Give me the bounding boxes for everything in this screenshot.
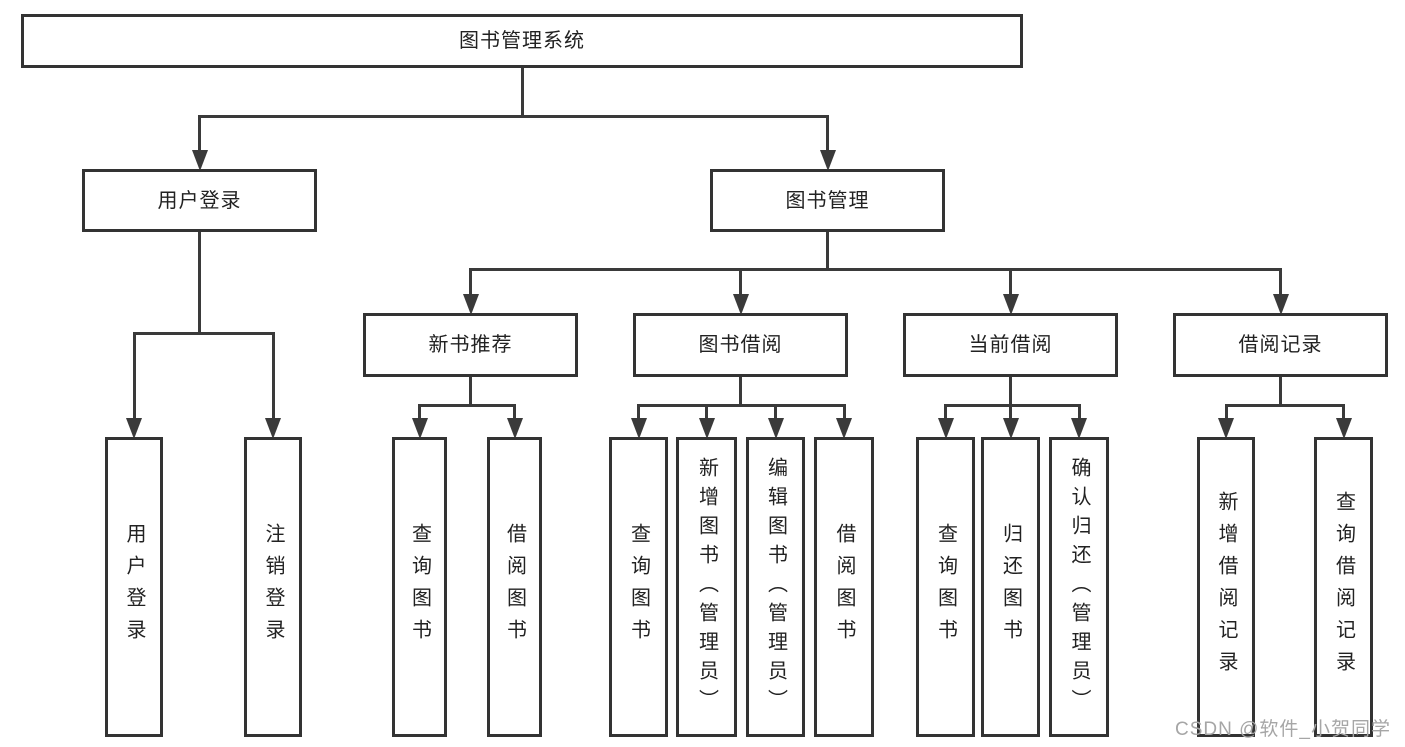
node-new-book-rec: 新书推荐: [363, 313, 578, 377]
connector-drop: [1009, 268, 1012, 295]
connector-drop: [271, 332, 275, 419]
node-label-leaf-query-2: 查询图书: [627, 523, 650, 651]
arrow-down-icon: [506, 418, 523, 439]
arrow-down-icon: [126, 418, 142, 439]
arrow-down-icon: [1002, 294, 1019, 315]
node-leaf-return-book: 归还图书: [981, 437, 1040, 737]
node-label-leaf-edit-book: 编辑图书（管理员）: [764, 456, 787, 718]
node-leaf-borrow-1: 借阅图书: [487, 437, 542, 737]
node-leaf-logout: 注销登录: [244, 437, 302, 737]
connector-stub: [198, 230, 201, 335]
connector-stub: [1279, 375, 1282, 407]
node-label-leaf-confirm-return: 确认归还（管理员）: [1068, 456, 1090, 718]
connector-drop: [198, 115, 201, 151]
node-label-user-login: 用户登录: [157, 189, 242, 212]
arrow-down-icon: [1071, 418, 1087, 439]
node-leaf-borrow-2: 借阅图书: [814, 437, 874, 737]
node-label-new-book-rec: 新书推荐: [428, 334, 513, 356]
node-label-leaf-logout: 注销登录: [262, 523, 284, 651]
node-root: 图书管理系统: [21, 14, 1023, 68]
connector-drop: [774, 404, 777, 419]
connector-drop: [1224, 404, 1228, 419]
node-user-login: 用户登录: [82, 169, 317, 232]
connector-drop: [637, 404, 640, 419]
node-leaf-query-1: 查询图书: [392, 437, 447, 737]
node-leaf-edit-book: 编辑图书（管理员）: [746, 437, 805, 737]
node-label-leaf-add-book: 新增图书（管理员）: [695, 456, 718, 718]
arrow-down-icon: [462, 294, 479, 315]
node-leaf-confirm-return: 确认归还（管理员）: [1049, 437, 1109, 737]
node-leaf-query-2: 查询图书: [609, 437, 668, 737]
node-label-leaf-query-1: 查询图书: [408, 523, 431, 651]
connector-drop: [842, 404, 846, 419]
arrow-down-icon: [1218, 418, 1234, 439]
connector-stub: [469, 375, 472, 407]
connector-drop: [826, 115, 829, 151]
connector-drop: [739, 268, 742, 295]
node-leaf-add-record: 新增借阅记录: [1197, 437, 1255, 737]
connector-rail: [944, 404, 1081, 407]
connector-stub: [739, 375, 742, 407]
node-label-leaf-borrow-1: 借阅图书: [503, 523, 526, 651]
node-label-leaf-query-3: 查询图书: [934, 523, 957, 651]
node-label-leaf-return-book: 归还图书: [999, 523, 1022, 651]
arrow-down-icon: [191, 150, 208, 171]
connector-drop: [705, 404, 708, 419]
watermark: CSDN @软件_小贺同学: [1175, 719, 1391, 740]
arrow-down-icon: [1335, 418, 1352, 439]
connector-drop: [1342, 404, 1345, 419]
node-current-borrow: 当前借阅: [903, 313, 1118, 377]
connector-rail: [418, 404, 516, 407]
node-label-borrow-records: 借阅记录: [1238, 334, 1323, 356]
arrow-down-icon: [937, 418, 954, 439]
connector-drop: [1009, 404, 1012, 419]
connector-drop: [1279, 268, 1282, 295]
connector-rail: [132, 332, 275, 335]
connector-drop: [513, 404, 516, 419]
arrow-down-icon: [732, 294, 749, 315]
node-label-leaf-borrow-2: 借阅图书: [833, 523, 855, 651]
arrow-down-icon: [698, 418, 715, 439]
connector-stub: [826, 230, 829, 271]
arrow-down-icon: [1272, 294, 1289, 315]
connector-rail: [637, 404, 846, 407]
node-label-root: 图书管理系统: [459, 30, 585, 52]
node-label-book-borrow: 图书借阅: [698, 334, 783, 356]
connector-drop: [944, 404, 947, 419]
connector-rail: [469, 268, 1282, 271]
connector-drop: [1077, 404, 1081, 419]
connector-rail: [198, 115, 829, 118]
connector-drop: [418, 404, 421, 419]
node-book-mgmt: 图书管理: [710, 169, 945, 232]
connector-stub: [1009, 375, 1012, 407]
node-label-leaf-user-login: 用户登录: [123, 523, 145, 651]
arrow-down-icon: [411, 418, 428, 439]
connector-drop: [132, 332, 136, 419]
connector-stub: [520, 66, 524, 118]
node-borrow-records: 借阅记录: [1173, 313, 1388, 377]
arrow-down-icon: [265, 418, 281, 439]
arrow-down-icon: [819, 150, 836, 171]
arrow-down-icon: [836, 418, 852, 439]
arrow-down-icon: [767, 418, 784, 439]
node-label-leaf-query-record: 查询借阅记录: [1332, 491, 1355, 683]
connector-drop: [469, 268, 472, 295]
arrow-down-icon: [630, 418, 647, 439]
node-label-book-mgmt: 图书管理: [785, 189, 870, 212]
arrow-down-icon: [1002, 418, 1019, 439]
node-label-leaf-add-record: 新增借阅记录: [1215, 491, 1237, 683]
node-leaf-query-3: 查询图书: [916, 437, 975, 737]
node-leaf-query-record: 查询借阅记录: [1314, 437, 1373, 737]
node-leaf-user-login: 用户登录: [105, 437, 163, 737]
node-label-current-borrow: 当前借阅: [968, 334, 1053, 356]
node-leaf-add-book: 新增图书（管理员）: [676, 437, 737, 737]
connector-rail: [1224, 404, 1345, 407]
node-book-borrow: 图书借阅: [633, 313, 848, 377]
